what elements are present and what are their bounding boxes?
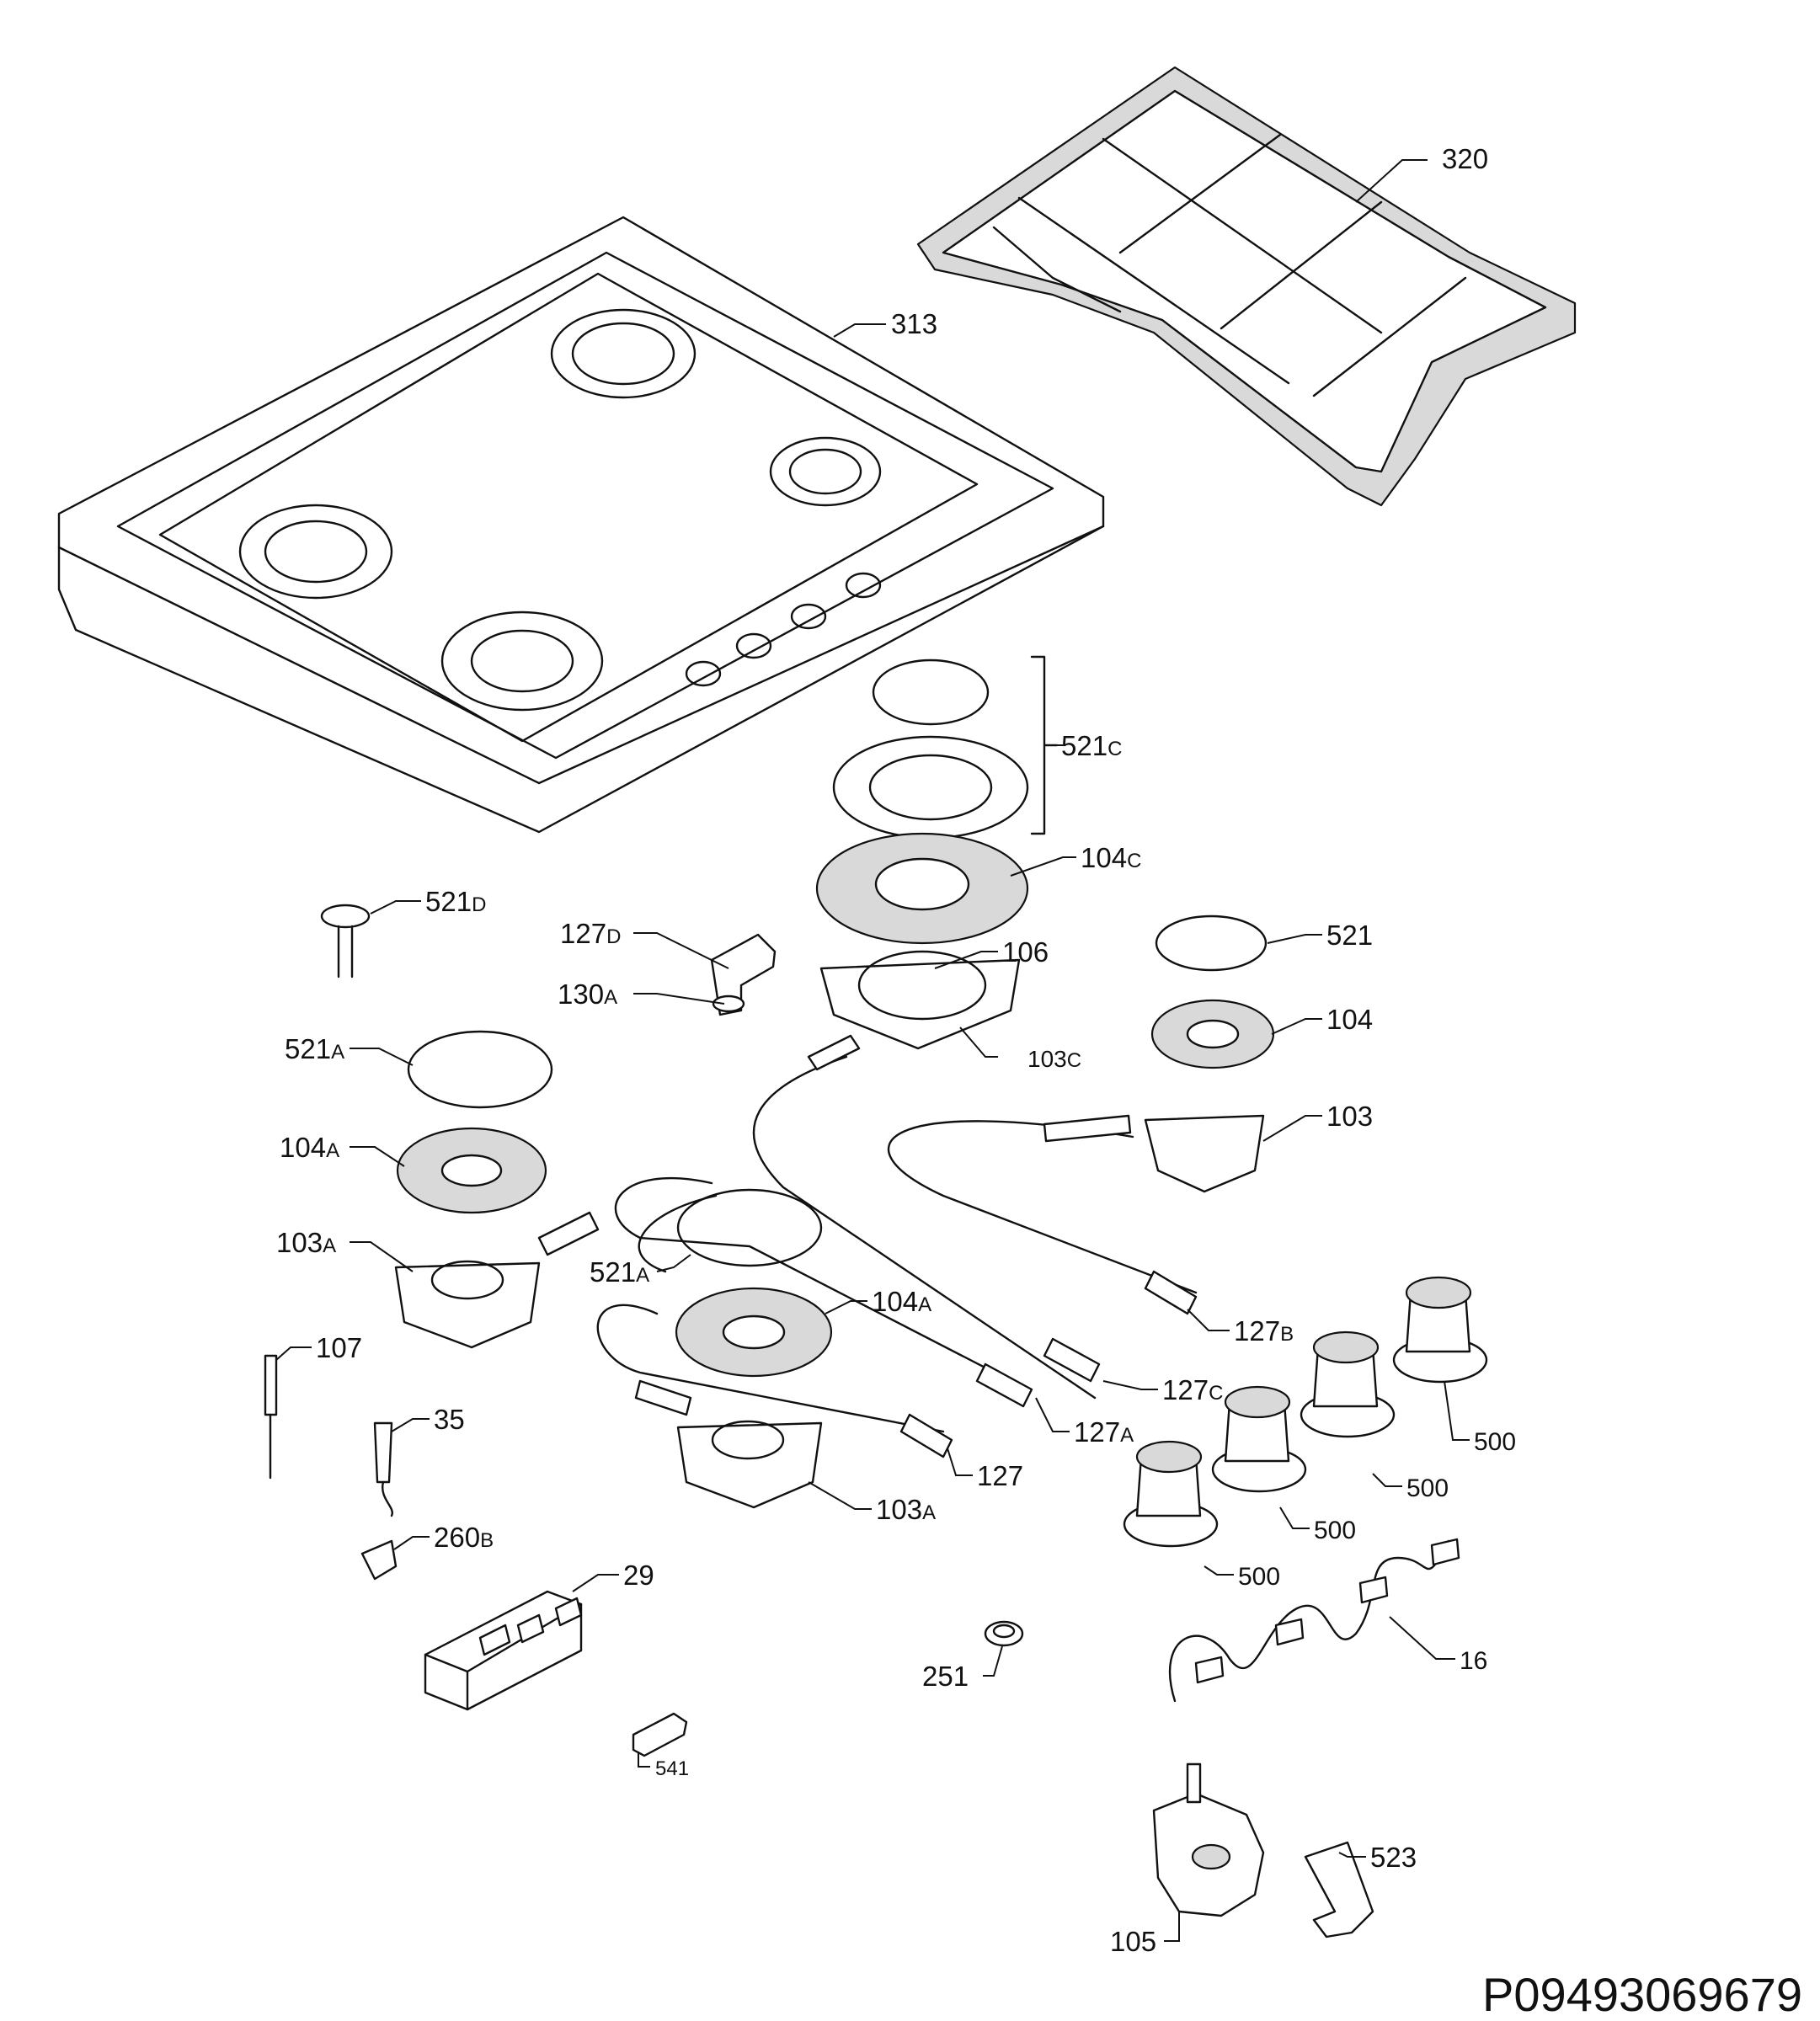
label-500-4: 500 <box>1238 1563 1280 1591</box>
part-ignition-harness-16 <box>1169 1538 1460 1703</box>
label-103a-1: 103A <box>276 1227 336 1258</box>
part-labels: 320 313 521C 104C 521D 127D 106 521 130A… <box>276 143 1516 1957</box>
part-burner-stack-middle <box>675 1188 833 1509</box>
part-gas-valve-105 <box>1152 1762 1265 1917</box>
label-35: 35 <box>434 1404 465 1435</box>
label-521: 521 <box>1326 920 1373 951</box>
label-127: 127 <box>977 1460 1023 1491</box>
label-107: 107 <box>316 1332 362 1363</box>
label-105: 105 <box>1110 1926 1156 1957</box>
label-521d: 521D <box>425 886 486 917</box>
part-burner-stack-c <box>815 659 1029 1050</box>
part-clip-260b <box>360 1539 398 1581</box>
label-521a-2: 521A <box>590 1256 649 1288</box>
brace-521c <box>1030 655 1059 835</box>
part-hob-top <box>57 216 1105 834</box>
label-16: 16 <box>1460 1647 1487 1675</box>
label-127b: 127B <box>1234 1315 1294 1346</box>
document-number: P09493069679 <box>1482 1968 1802 2021</box>
label-127a: 127A <box>1074 1416 1134 1448</box>
label-541: 541 <box>655 1757 689 1780</box>
label-260b: 260B <box>434 1522 494 1553</box>
part-knobs-500 <box>1123 1276 1488 1548</box>
label-29: 29 <box>623 1560 654 1591</box>
part-bracket-523 <box>1304 1841 1374 1938</box>
label-523: 523 <box>1370 1842 1417 1873</box>
part-thermocouple-107 <box>264 1354 278 1480</box>
label-521a-1: 521A <box>285 1033 344 1064</box>
leader-lines <box>275 159 1470 1942</box>
label-500-3: 500 <box>1314 1517 1356 1544</box>
label-104a-2: 104A <box>872 1286 931 1317</box>
part-plug-521d <box>320 904 371 979</box>
label-103: 103 <box>1326 1101 1373 1132</box>
label-104: 104 <box>1326 1004 1373 1035</box>
label-103a-2: 103A <box>876 1494 936 1525</box>
label-313: 313 <box>891 308 937 339</box>
label-500-1: 500 <box>1474 1428 1516 1456</box>
part-gas-pipes <box>537 1034 1198 1458</box>
part-burner-stack-left <box>394 1030 553 1349</box>
part-ignition-generator-29 <box>424 1590 583 1711</box>
label-320: 320 <box>1442 143 1488 174</box>
label-106: 106 <box>1002 936 1049 968</box>
part-elbow-127d <box>710 933 777 1016</box>
part-pan-support <box>916 66 1577 507</box>
label-127d: 127D <box>560 918 621 949</box>
label-130a: 130A <box>558 979 617 1010</box>
label-521c: 521C <box>1061 730 1122 761</box>
part-spark-plug-35 <box>373 1421 393 1517</box>
label-104a-1: 104A <box>280 1132 339 1163</box>
label-500-2: 500 <box>1406 1474 1449 1502</box>
label-251: 251 <box>922 1661 969 1692</box>
label-127c: 127C <box>1162 1374 1223 1405</box>
label-104c: 104C <box>1081 842 1141 873</box>
part-ring-251 <box>984 1620 1024 1647</box>
part-burner-stack-small <box>1144 915 1275 1193</box>
label-103c: 103C <box>1027 1046 1081 1072</box>
part-clip-541 <box>632 1712 688 1757</box>
